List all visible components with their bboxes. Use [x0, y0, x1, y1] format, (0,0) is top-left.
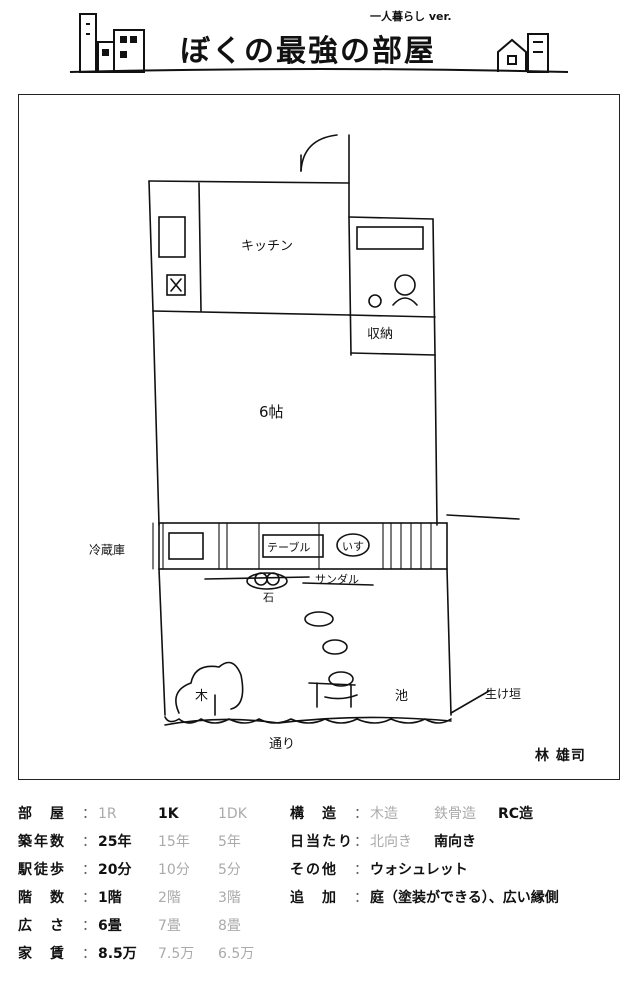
spec-option: 鉄骨造 [434, 806, 476, 822]
author-name: 林 雄司 [535, 748, 586, 764]
kitchen-label: キッチン [241, 239, 294, 254]
tree-label: 木 [195, 689, 209, 704]
spec-option: 8畳 [218, 918, 241, 934]
floor-plan-drawing [148, 134, 520, 726]
spec-option: 25年 [98, 834, 132, 850]
spec-option: 3階 [218, 890, 241, 906]
spec-option: 15年 [158, 834, 190, 850]
sandal-label: サンダル [315, 573, 359, 586]
spec-label: 築年数 [18, 834, 66, 850]
spec-option: 8.5万 [98, 946, 137, 962]
subtitle: 一人暮らし ver. [370, 10, 452, 23]
room-label: 6帖 [259, 403, 284, 421]
spec-option: 5分 [218, 862, 241, 878]
chair-label: いす [342, 540, 364, 553]
floor-plan-frame: キッチン 収納 6帖 冷蔵庫 テーブル いす サンダル 石 木 池 生け垣 通り… [18, 94, 620, 780]
spec-option: 7.5万 [158, 946, 195, 962]
spec-colon: ： [354, 862, 368, 878]
spec-label: 広 さ [18, 918, 66, 934]
spec-option: 10分 [158, 862, 190, 878]
house-icon [497, 33, 549, 73]
pond-label: 池 [395, 689, 409, 704]
spec-option: 1R [98, 806, 117, 822]
spec-option: 1階 [98, 890, 122, 906]
spec-option: 木造 [370, 806, 398, 822]
spec-option: ウォシュレット [370, 862, 468, 878]
spec-option: 南向き [434, 834, 476, 850]
fridge-label: 冷蔵庫 [89, 543, 126, 557]
spec-colon: ： [82, 918, 96, 934]
spec-option: 5年 [218, 834, 241, 850]
stone-label: 石 [263, 591, 274, 604]
buildings-icon [79, 13, 145, 73]
spec-colon: ： [354, 834, 368, 850]
spec-option: 7畳 [158, 918, 181, 934]
spec-option: 1K [158, 806, 179, 822]
page-title: ぼくの最強の部屋 [180, 34, 436, 69]
header: 一人暮らし ver. ぼくの最強の部屋 [0, 0, 640, 80]
spec-label: 家 賃 [18, 946, 66, 962]
spec-label: 部 屋 [18, 806, 66, 822]
spec-option: 庭（塗装ができる）、広い縁側 [370, 890, 559, 906]
spec-colon: ： [354, 890, 368, 906]
spec-colon: ： [82, 862, 96, 878]
street-label: 通り [269, 737, 296, 752]
hedge-label: 生け垣 [485, 687, 522, 701]
spec-colon: ： [82, 806, 96, 822]
spec-label: 構 造 [290, 806, 338, 822]
spec-option: 北向き [370, 834, 412, 850]
spec-label: 日当たり [290, 834, 354, 850]
spec-option: 2階 [158, 890, 181, 906]
spec-option: 6.5万 [218, 946, 255, 962]
spec-option: RC造 [498, 806, 534, 822]
spec-label: 階 数 [18, 890, 66, 906]
spec-option: 20分 [98, 862, 132, 878]
spec-option: 6畳 [98, 918, 122, 934]
spec-colon: ： [82, 834, 96, 850]
spec-label: 追 加 [290, 890, 338, 906]
storage-label: 収納 [367, 327, 394, 342]
spec-option: 1DK [218, 806, 247, 822]
spec-colon: ： [82, 890, 96, 906]
spec-colon: ： [82, 946, 96, 962]
spec-label: 駅徒歩 [18, 862, 66, 878]
header-illustration [69, 13, 569, 73]
table-label: テーブル [267, 541, 311, 554]
spec-colon: ： [354, 806, 368, 822]
spec-label: その他 [290, 862, 338, 878]
